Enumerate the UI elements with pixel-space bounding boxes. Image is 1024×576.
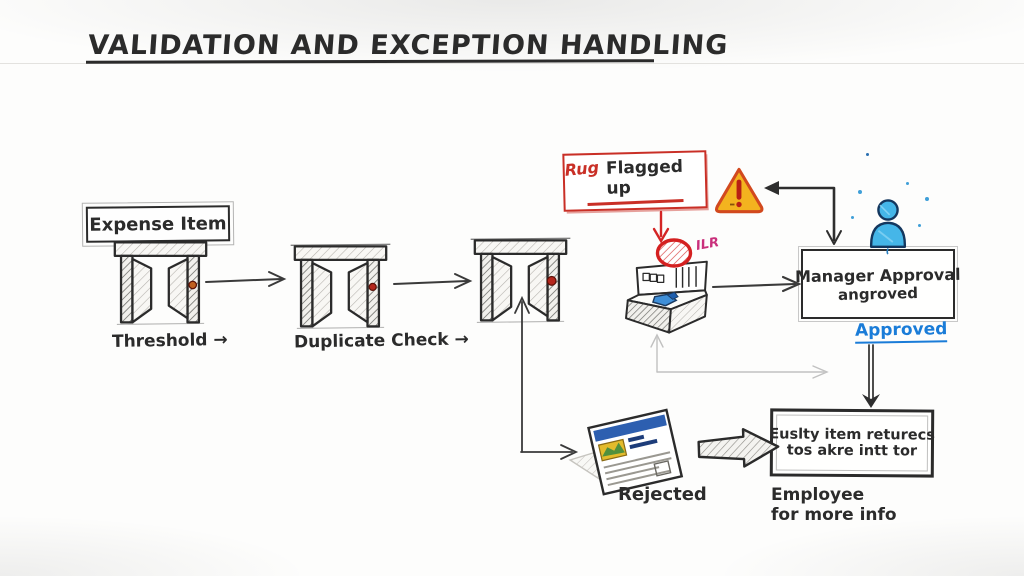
ink-splatter-dot [858, 190, 862, 194]
flagged-label: Flagged up [605, 157, 684, 199]
warning-triangle-icon [714, 167, 764, 214]
duplicate-check-label: Duplicate Check → [293, 329, 469, 353]
return-box-line2: tos akre intt tor [786, 442, 918, 460]
manager-approval-subtext: angroved [837, 283, 919, 304]
gate-sensor-dot [368, 282, 377, 292]
rejected-label: Rejected [618, 484, 707, 505]
arrow-triangle-to-manager [764, 181, 842, 245]
arrow-scanner-to-manager [711, 275, 802, 293]
manager-approval-box: Manager Approval angroved [795, 246, 961, 322]
gate-icon [110, 239, 211, 325]
page-title: VALIDATION AND EXCEPTION HANDLING [86, 30, 730, 61]
scanner-device-icon [625, 260, 708, 334]
employee-caption-line2: for more info [771, 505, 897, 525]
ink-splatter-dot [906, 182, 909, 185]
rejected-document-icon [568, 408, 684, 496]
title-faint-rule [0, 63, 1024, 64]
thick-arrow-icon [697, 427, 780, 468]
manager-person-icon [869, 199, 907, 255]
faint-connector-scanner-loop [650, 333, 829, 379]
ink-splatter-dot [918, 224, 921, 227]
return-to-employee-box: Euslty item returecs tos akre intt tor [769, 408, 935, 478]
return-box-line1: Euslty item returecs [769, 426, 935, 444]
threshold-label: Threshold → [111, 329, 228, 353]
gate-icon [470, 237, 571, 323]
arrow-approved-to-return [862, 344, 880, 408]
flag-underline [587, 199, 684, 206]
arrow-gate1-to-gate2 [205, 271, 287, 287]
manager-approval-label: Manager Approval [795, 264, 961, 286]
flagged-alert-box: Rug Flagged up [562, 150, 708, 212]
ink-splatter-dot [866, 153, 869, 156]
gate-sensor-dot [188, 280, 198, 290]
flag-prefix-label: Rug [563, 157, 600, 181]
flag-circle-icon [655, 238, 693, 268]
arrow-gate2-to-gate3 [393, 273, 473, 289]
gate-icon [290, 243, 391, 329]
gate-sensor-dot [546, 275, 557, 286]
employee-caption-line1: Employee [771, 485, 865, 505]
ink-splatter-dot [851, 216, 854, 219]
ink-splatter-dot [925, 197, 929, 201]
doc-header-bar [593, 414, 667, 442]
approved-label: Approved [854, 319, 948, 344]
